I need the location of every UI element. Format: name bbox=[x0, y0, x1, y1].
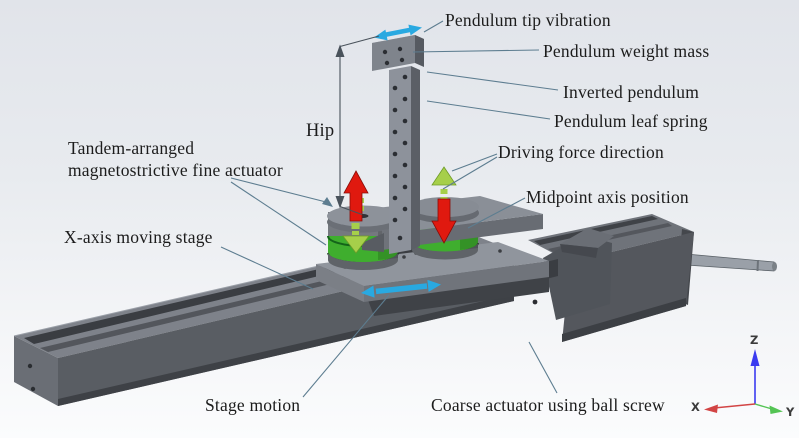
tip-arrow-right-head bbox=[408, 24, 422, 36]
force-arrow-green-up bbox=[431, 166, 457, 202]
x-axis-label: X bbox=[691, 400, 700, 414]
stage-bolt bbox=[402, 255, 406, 259]
motor-rod-tip bbox=[772, 262, 777, 271]
stage-left-face bbox=[316, 264, 364, 302]
leader-inverted-pendulum bbox=[426, 71, 559, 91]
stage-motion-arrow bbox=[361, 279, 441, 298]
weight-block-front-face bbox=[372, 35, 415, 71]
label-x-axis-moving-stage: X-axis moving stage bbox=[64, 227, 213, 247]
motor-rod-ring bbox=[756, 259, 759, 272]
leader-weight-mass bbox=[412, 49, 540, 53]
stage-arrow-shaft bbox=[375, 283, 428, 295]
label-pendulum-tip-vibration: Pendulum tip vibration bbox=[445, 10, 611, 30]
rail-end-bolt bbox=[30, 386, 36, 392]
leader-midpoint bbox=[467, 197, 526, 229]
label-pendulum-leaf-spring: Pendulum leaf spring bbox=[554, 111, 708, 131]
leader-coarse-actuator bbox=[528, 341, 558, 394]
leader-lines bbox=[220, 20, 559, 398]
leader-stage-motion bbox=[302, 294, 390, 398]
inverted-pendulum-assembly bbox=[362, 35, 424, 254]
hip-dim-arrow-bottom bbox=[335, 196, 345, 209]
rail-left-end-face bbox=[14, 336, 58, 406]
force-arrows bbox=[342, 166, 457, 254]
rail-end-bolt bbox=[27, 363, 33, 369]
leader-leaf-spring bbox=[426, 100, 551, 120]
hip-plate-front-face bbox=[396, 214, 543, 248]
pendulum-bar-front-face bbox=[389, 66, 411, 254]
pendulum-bar-holes bbox=[392, 74, 408, 241]
pendulum-bar-side-face bbox=[411, 66, 420, 250]
leader-tandem-b bbox=[230, 181, 327, 246]
motor-bracket-wedge-front bbox=[560, 244, 598, 258]
z-axis-arrowhead bbox=[750, 349, 760, 366]
coarse-actuator-body bbox=[528, 214, 777, 342]
tip-arrow-left-head bbox=[374, 29, 388, 41]
label-coarse-actuator: Coarse actuator using ball screw bbox=[431, 395, 665, 415]
motor-bolt bbox=[532, 299, 538, 305]
hip-dim-ext-top bbox=[339, 35, 380, 48]
leader-driving-force-b bbox=[442, 156, 498, 190]
tip-vibration-arrow bbox=[374, 24, 422, 41]
rail-bottom-strip bbox=[58, 294, 514, 406]
tip-arrow-shaft bbox=[383, 27, 413, 38]
coordinate-triad: Z X Y bbox=[691, 333, 795, 419]
y-axis-arrowhead bbox=[769, 405, 783, 414]
leader-tandem-a bbox=[230, 177, 331, 204]
green-down-arrowhead bbox=[342, 235, 370, 254]
stage-arrow-left-head bbox=[361, 285, 375, 298]
force-arrow-red-down bbox=[431, 198, 457, 244]
x-axis-arrowhead bbox=[704, 404, 718, 413]
stage-arrow-right-head bbox=[427, 279, 441, 292]
label-tandem-line1: Tandem-arranged bbox=[68, 138, 195, 158]
label-driving-force-direction: Driving force direction bbox=[498, 142, 664, 162]
left-cylinder-base-ring bbox=[328, 252, 398, 270]
label-tandem-line2: magnetostrictive fine actuator bbox=[68, 160, 283, 181]
motor-rod bbox=[685, 253, 775, 272]
label-midpoint-axis-position: Midpoint axis position bbox=[526, 187, 689, 207]
label-stage-motion: Stage motion bbox=[205, 395, 301, 415]
green-up-arrowhead bbox=[431, 166, 457, 186]
y-axis-line bbox=[754, 403, 773, 410]
x-axis-line bbox=[713, 403, 756, 409]
label-inverted-pendulum: Inverted pendulum bbox=[563, 82, 700, 102]
z-axis-label: Z bbox=[750, 333, 758, 347]
force-arrow-red-up bbox=[343, 170, 369, 222]
hip-dim-arrow-top bbox=[335, 44, 345, 57]
hip-dimension bbox=[335, 35, 380, 216]
label-hip: Hip bbox=[306, 121, 335, 141]
pendulum-foot-gusset bbox=[362, 233, 384, 252]
label-tandem-actuator: Tandem-arranged magnetostrictive fine ac… bbox=[68, 137, 283, 182]
stage-top-face bbox=[316, 242, 549, 286]
green-dash bbox=[440, 189, 448, 194]
weight-block-right-face bbox=[415, 35, 424, 67]
green-dash bbox=[351, 223, 360, 229]
green-dash bbox=[352, 231, 359, 235]
right-cylinder-base-ring bbox=[412, 242, 478, 260]
x-axis-moving-stage-body bbox=[316, 242, 549, 316]
y-axis-label: Y bbox=[785, 405, 795, 419]
stage-bolt bbox=[498, 249, 502, 253]
hip-dim-ext-bottom bbox=[339, 205, 363, 216]
stage-front-face bbox=[364, 261, 549, 302]
leader-tip-vibration bbox=[423, 20, 444, 33]
label-pendulum-weight-mass: Pendulum weight mass bbox=[543, 41, 710, 61]
leader-tandem-arrowhead bbox=[322, 197, 333, 207]
leader-driving-force-a bbox=[451, 153, 498, 172]
motor-bracket-wedge bbox=[560, 228, 614, 248]
leader-moving-stage bbox=[220, 246, 314, 290]
stage-lower-band bbox=[368, 275, 549, 316]
motor-bottom-strip bbox=[562, 298, 686, 342]
weight-block-holes bbox=[382, 46, 405, 66]
